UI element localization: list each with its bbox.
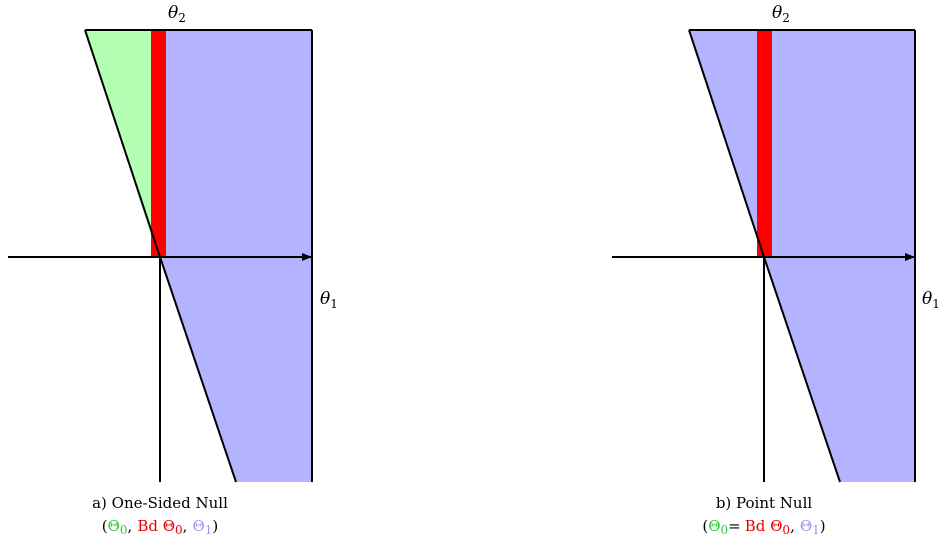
boundary-segment [757,30,772,257]
alternative-region-upper [158,30,312,257]
theta1-label: θ1 [922,289,940,311]
caption-title: b) Point Null [716,494,813,512]
upper-slanted-boundary [84,29,161,258]
upper-slanted-boundary [688,29,765,258]
panel-one-sided-null: θ2 θ1 a) One-Sided Null (Θ0,Bd Θ0,Θ1) [8,3,338,537]
theta1-label: θ1 [320,289,338,311]
lower-slanted-boundary [763,256,841,483]
theta2-label: θ2 [772,3,790,25]
caption-legend: (Θ0,Bd Θ0,Θ1) [102,517,219,537]
alternative-region-upper [689,30,915,257]
panel-point-null: θ2 θ1 b) Point Null (Θ0=Bd Θ0,Θ1) [612,3,940,537]
alternative-region-lower [764,257,915,482]
theta2-label: θ2 [168,3,186,25]
caption-legend: (Θ0=Bd Θ0,Θ1) [702,517,825,537]
alternative-region-lower [160,257,312,482]
caption-title: a) One-Sided Null [92,494,228,512]
boundary-segment [151,30,166,257]
lower-slanted-boundary [159,256,237,483]
